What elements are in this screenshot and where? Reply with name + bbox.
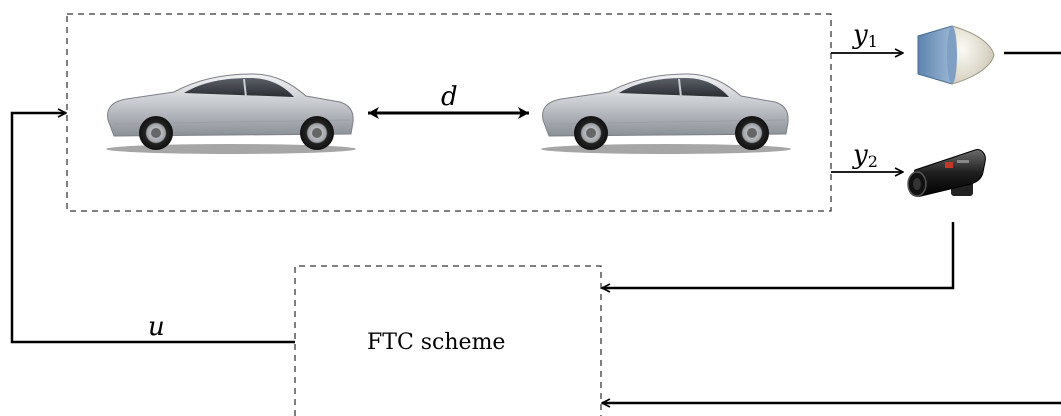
y1-label-sub: 1 bbox=[867, 32, 878, 51]
distance-label-text: d bbox=[441, 82, 458, 112]
camera-feedback-line bbox=[602, 222, 955, 288]
y1-label: y1 bbox=[853, 22, 878, 50]
ftc-scheme-box bbox=[294, 265, 602, 416]
y2-label-sub: 2 bbox=[867, 152, 878, 171]
distance-label: d bbox=[441, 84, 458, 110]
ftc-scheme-label: FTC scheme bbox=[367, 330, 506, 355]
y1-label-base: y bbox=[853, 20, 868, 50]
u-label: u bbox=[148, 314, 165, 340]
camera-icon bbox=[907, 149, 986, 197]
car-icon bbox=[106, 73, 356, 154]
y2-label: y2 bbox=[853, 142, 878, 170]
y2-label-base: y bbox=[853, 140, 868, 170]
car-icon bbox=[541, 73, 791, 154]
u-label-text: u bbox=[148, 312, 165, 342]
control-input-line bbox=[10, 113, 295, 344]
radar-sensor-icon bbox=[917, 25, 995, 85]
vehicles-box bbox=[66, 13, 832, 212]
